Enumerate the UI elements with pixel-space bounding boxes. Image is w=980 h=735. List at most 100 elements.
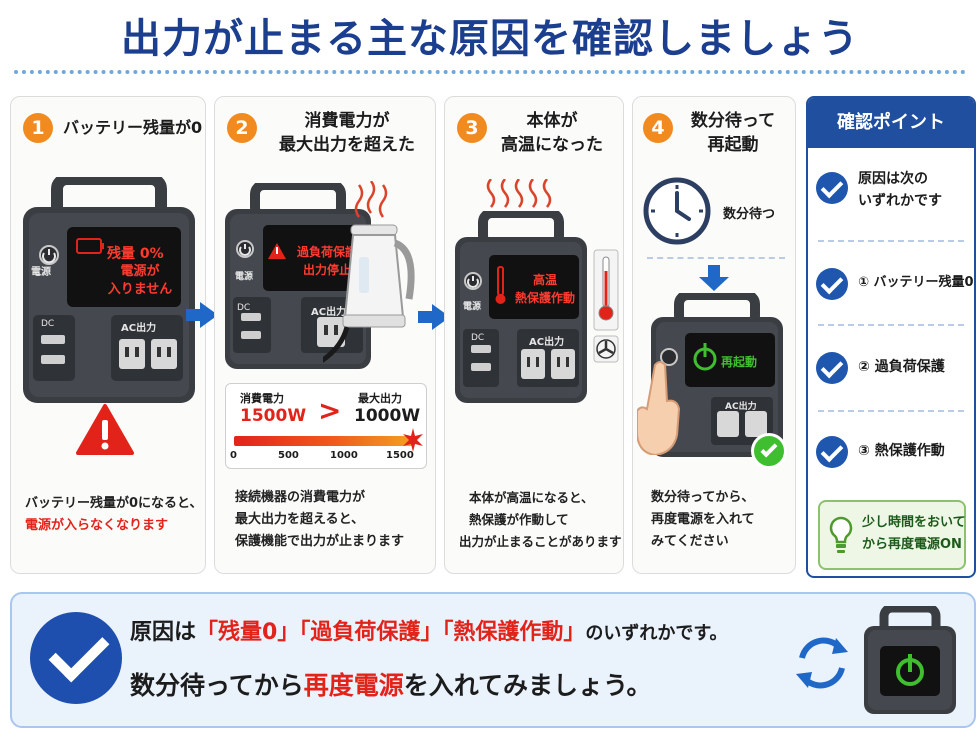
ac-label: AC出力 <box>725 402 757 412</box>
check-text: ① バッテリー残量0 <box>858 275 974 290</box>
check-icon <box>816 172 848 204</box>
screen-line: 出力停止 <box>302 263 351 277</box>
desc-line: 本体が高温になると、 <box>469 490 594 505</box>
desc-line: 接続機器の消費電力が <box>235 490 366 505</box>
desc-line: 再度電源を入れて <box>651 512 755 527</box>
desc-line: 熱保護が作動して <box>469 512 569 527</box>
tick-label: 0 <box>230 450 237 461</box>
title-line: 本体が <box>526 111 578 131</box>
tip-box: 少し時間をおいて から再度電源ON <box>818 500 966 570</box>
screen-line: 入りません <box>107 282 173 297</box>
screen-text: 再起動 <box>721 355 758 369</box>
check-text: ③ 熱保護作動 <box>858 443 945 459</box>
desc-line: 最大出力を超えると、 <box>235 512 365 527</box>
step-title: バッテリー残量が0 <box>63 118 203 137</box>
title-line: 高温になった <box>501 135 603 155</box>
arrow-down-icon <box>699 265 729 291</box>
step-description: 数分待ってから、 再度電源を入れて みてください <box>651 487 755 553</box>
clock-icon <box>643 177 711 245</box>
check-icon <box>30 612 122 704</box>
power-label: 電源 <box>235 272 254 282</box>
ac-label: AC出力 <box>121 323 157 334</box>
power-station-icon <box>455 211 587 403</box>
step-description: 接続機器の消費電力が 最大出力を超えると、 保護機能で出力が止まります <box>235 487 404 553</box>
success-check-icon <box>751 433 787 469</box>
heat-waves-icon <box>486 179 552 208</box>
dc-label: DC <box>471 333 485 343</box>
fan-icon <box>593 335 619 363</box>
greater-than-sign: > <box>318 394 342 427</box>
power-comparison-panel: 消費電力 1500W > 最大出力 1000W 0 500 1000 1500 <box>225 383 427 469</box>
desc-line: 保護機能で出力が止まります <box>235 534 405 549</box>
divider <box>818 410 964 412</box>
check-points-panel: 確認ポイント 原因は次の いずれかです ① バッテリー残量0 ② 過負荷保護 ③… <box>806 96 976 578</box>
arrow-right-icon <box>186 302 218 328</box>
step-title: 本体が 高温になった <box>487 109 617 157</box>
tick-label: 1500 <box>386 450 414 461</box>
max-value: 1000W <box>354 406 421 426</box>
wait-label: 数分待つ <box>723 207 776 222</box>
summary-text: 数分待ってから <box>130 671 304 700</box>
page-title: 出力が止まる主な原因を確認しましょう <box>121 16 859 62</box>
summary-text: 原因は <box>130 620 197 645</box>
screen-line: 熱保護作動 <box>514 291 575 305</box>
ac-label: AC出力 <box>311 307 347 318</box>
load-bar <box>234 436 414 446</box>
panel-header: 確認ポイント <box>808 98 974 148</box>
desc-line: バッテリー残量が0になると、 <box>25 496 203 511</box>
desc-line: 出力が止まることがあります <box>459 534 622 549</box>
step-card-3: 3 本体が 高温になった 電源 高温 熱保護作動 DC AC出力 <box>444 96 624 574</box>
title-line: 数分待って <box>690 111 776 131</box>
refresh-icon <box>796 637 848 689</box>
step-card-2: 2 消費電力が 最大出力を超えた 電源 過負荷保護 出力停止 DC AC出力 <box>214 96 436 574</box>
summary-line-1: 原因は「残量0」「過負荷保護」「熱保護作動」のいずれかです。 <box>130 614 728 646</box>
step-number: 3 <box>457 113 487 143</box>
title-line: 消費電力が <box>304 111 390 131</box>
desc-line: 数分待ってから、 <box>651 490 755 505</box>
check-line: いずれかです <box>858 193 942 209</box>
divider <box>818 240 964 242</box>
power-label: 電源 <box>463 302 482 312</box>
desc-line: みてください <box>651 534 729 549</box>
screen-text: 過負荷保護 出力停止 <box>287 243 367 279</box>
desc-line-emphasis: 電源が入らなくなります <box>25 518 169 533</box>
step-card-1: 1 バッテリー残量が0 電源 残量 0% 電源が 入りません DC AC出力 バ… <box>10 96 206 574</box>
check-icon <box>816 352 848 384</box>
screen-text: 残量 0% <box>107 246 164 262</box>
hand-pointer-icon <box>637 361 681 455</box>
title-line: 最大出力を超えた <box>279 135 415 155</box>
summary-banner: 原因は「残量0」「過負荷保護」「熱保護作動」のいずれかです。 数分待ってから再度… <box>10 592 976 728</box>
max-label: 最大出力 <box>358 392 402 405</box>
summary-highlight: 「残量0」「過負荷保護」「熱保護作動」 <box>196 620 586 645</box>
screen-line: 電源が <box>120 264 160 279</box>
divider <box>647 257 785 259</box>
kettle-icon <box>323 181 415 363</box>
power-station-icon <box>864 606 956 714</box>
power-station-icon <box>225 183 371 369</box>
step-title: 消費電力が 最大出力を超えた <box>267 109 427 157</box>
consume-label: 消費電力 <box>240 392 284 405</box>
screen-line: 高温 <box>532 273 557 287</box>
step-title: 数分待って 再起動 <box>677 109 789 157</box>
check-text: 原因は次の いずれかです <box>858 168 942 212</box>
tip-line: 少し時間をおいて <box>862 515 966 530</box>
thermometer-icon <box>593 249 619 331</box>
lightbulb-icon <box>829 516 853 553</box>
check-line: 原因は次の <box>858 171 928 187</box>
step-description: バッテリー残量が0になると、 電源が入らなくなります <box>25 493 203 537</box>
step-number: 1 <box>23 113 53 143</box>
step-number: 2 <box>227 113 257 143</box>
dc-label: DC <box>237 303 251 313</box>
power-station-icon <box>23 177 195 403</box>
power-station-icon <box>651 293 783 457</box>
summary-text: のいずれかです。 <box>585 623 728 644</box>
ac-label: AC出力 <box>529 337 565 348</box>
dc-label: DC <box>41 319 55 329</box>
warning-icon <box>76 404 134 455</box>
screen-text: 電源が 入りません <box>93 263 187 299</box>
summary-line-2: 数分待ってから再度電源を入れてみましょう。 <box>130 666 652 702</box>
consume-value: 1500W <box>240 406 307 426</box>
tip-text: 少し時間をおいて から再度電源ON <box>862 512 966 556</box>
power-label: 電源 <box>31 267 51 278</box>
screen-line: 過負荷保護 <box>296 245 357 259</box>
